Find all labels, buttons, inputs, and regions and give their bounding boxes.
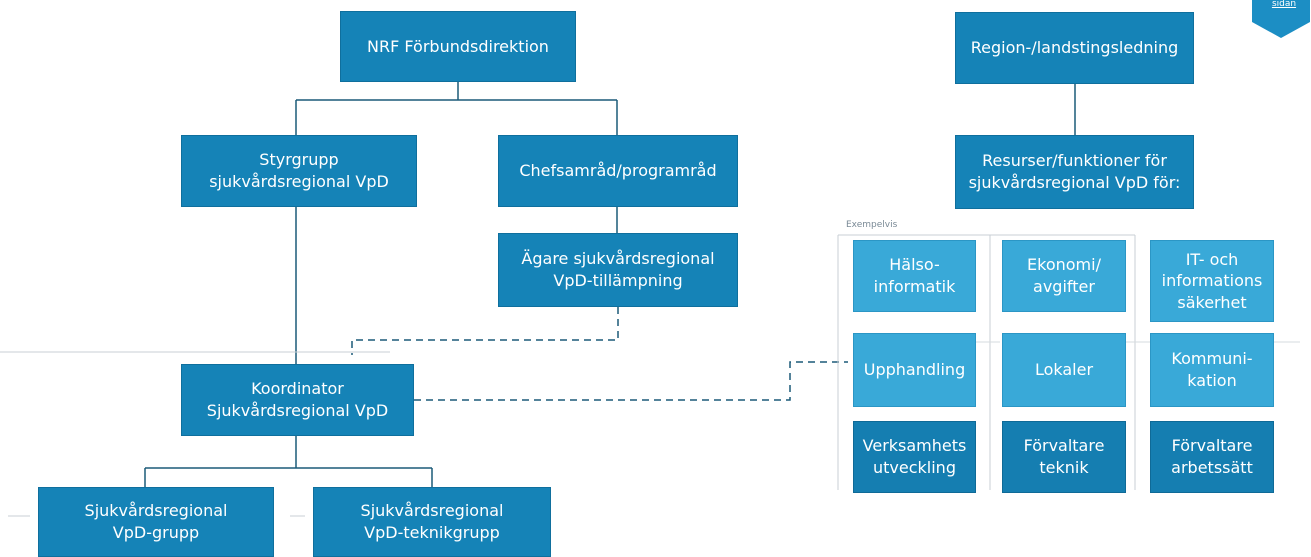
box-vpd-teknikgrupp: Sjukvårdsregional VpD-teknikgrupp <box>313 487 551 557</box>
box-halsoinformatik: Hälso- informatik <box>853 240 976 312</box>
box-chefsamrad: Chefsamråd/programråd <box>498 135 738 207</box>
page-badge-icon[interactable] <box>1250 0 1311 38</box>
box-styrgrupp: Styrgrupp sjukvårdsregional VpD <box>181 135 417 207</box>
example-label: Exempelvis <box>846 220 898 230</box>
box-resurser-funktioner: Resurser/funktioner för sjukvårdsregiona… <box>955 135 1194 209</box>
box-it-informationssakerhet: IT- och informations säkerhet <box>1150 240 1274 322</box>
box-vpd-grupp: Sjukvårdsregional VpD-grupp <box>38 487 274 557</box>
box-agare: Ägare sjukvårdsregional VpD-tillämpning <box>498 233 738 307</box>
dashed-coordinator-to-resources <box>414 361 848 401</box>
box-nrf-forbundsdirektion: NRF Förbundsdirektion <box>340 11 576 82</box>
badge-text[interactable]: sidan <box>1271 0 1297 9</box>
box-region-landstingsledning: Region-/landstingsledning <box>955 12 1194 84</box>
box-verksamhetsutveckling: Verksamhets utveckling <box>853 421 976 493</box>
box-upphandling: Upphandling <box>853 333 976 407</box>
dashed-owner-to-coordinator <box>351 307 619 355</box>
box-kommunikation: Kommuni- kation <box>1150 333 1274 407</box>
box-koordinator: Koordinator Sjukvårdsregional VpD <box>181 364 414 436</box>
box-ekonomi-avgifter: Ekonomi/ avgifter <box>1002 240 1126 312</box>
box-forvaltare-teknik: Förvaltare teknik <box>1002 421 1126 493</box>
box-forvaltare-arbetssatt: Förvaltare arbetssätt <box>1150 421 1274 493</box>
box-lokaler: Lokaler <box>1002 333 1126 407</box>
